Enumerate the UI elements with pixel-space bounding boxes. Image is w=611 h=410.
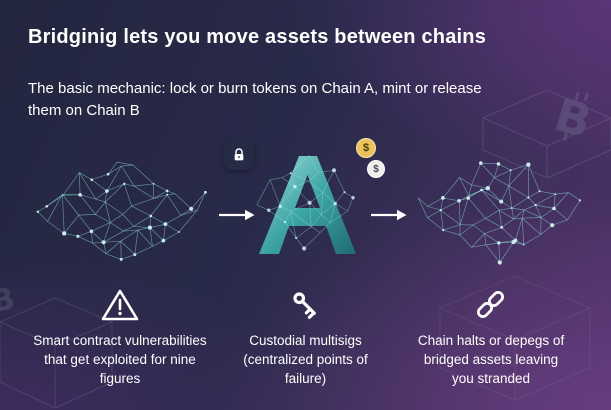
risk-list: Smart contract vulnerabilities that get … [0,283,611,389]
arrow-right-icon [371,209,407,221]
subtitle: The basic mechanic: lock or burn tokens … [28,80,482,119]
chain-a-network-illustration [36,161,207,261]
title: Bridginig lets you move assets between c… [28,26,487,48]
risk-text: Smart contract vulnerabilities that get … [33,333,207,386]
bridge-a-illustration [256,155,356,254]
key-icon [222,283,389,327]
risk-smart-contract: Smart contract vulnerabilities that get … [18,283,222,389]
lock-icon [224,140,254,170]
chain-link-icon [389,283,593,327]
warning-triangle-icon [18,283,222,327]
risk-text: Chain halts or depegs of bridged assets … [417,333,565,386]
arrow-right-icon [219,209,255,221]
risk-text: Custodial multisigs (centralized points … [243,333,368,386]
dollar-coin-icon: $ [356,138,376,158]
risk-chain-halt: Chain halts or depegs of bridged assets … [389,283,593,389]
coins-icon: $ $ [354,138,396,184]
risk-custodial-multisig: Custodial multisigs (centralized points … [222,283,389,389]
svg-text:B: B [549,87,598,149]
chain-b-network-illustration [417,161,582,265]
dollar-coin-icon: $ [367,160,385,178]
